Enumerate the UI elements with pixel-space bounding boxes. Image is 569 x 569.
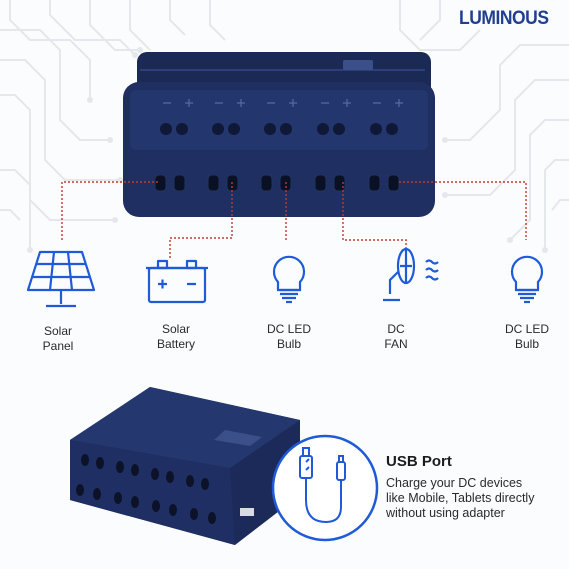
solar-panel-icon (26, 250, 96, 308)
connector-lines (61, 181, 527, 258)
usb-port-title: USB Port (386, 453, 452, 470)
battery-icon (146, 259, 208, 304)
usb-cable-icon (299, 447, 346, 524)
angled-sockets (76, 454, 216, 524)
charge-controller-angled (70, 387, 300, 545)
circuit-dots (27, 47, 548, 253)
terminal-sockets (154, 174, 400, 192)
led-bulb-icon (510, 255, 544, 304)
usb-port-slot (240, 508, 254, 516)
usb-cable-zoom (271, 434, 379, 542)
charge-controller-front (123, 52, 435, 217)
polarity-marks (163, 99, 403, 107)
terminal-screws (160, 123, 398, 135)
fan-icon (383, 247, 439, 302)
led-bulb-icon (272, 255, 306, 304)
brand-logo: LUMINOUS (459, 8, 549, 29)
circuit-background (0, 0, 569, 250)
usb-port-description: Charge your DC devices like Mobile, Tabl… (386, 476, 535, 520)
